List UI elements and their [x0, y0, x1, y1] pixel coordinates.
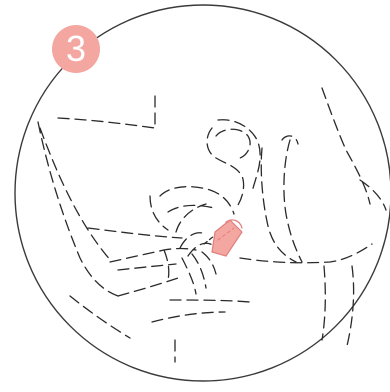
- dashed-body-outline: [38, 88, 386, 362]
- step-number-badge: 3: [52, 25, 100, 73]
- step-number-label: 3: [66, 31, 86, 67]
- tampon-applicator: [204, 220, 242, 256]
